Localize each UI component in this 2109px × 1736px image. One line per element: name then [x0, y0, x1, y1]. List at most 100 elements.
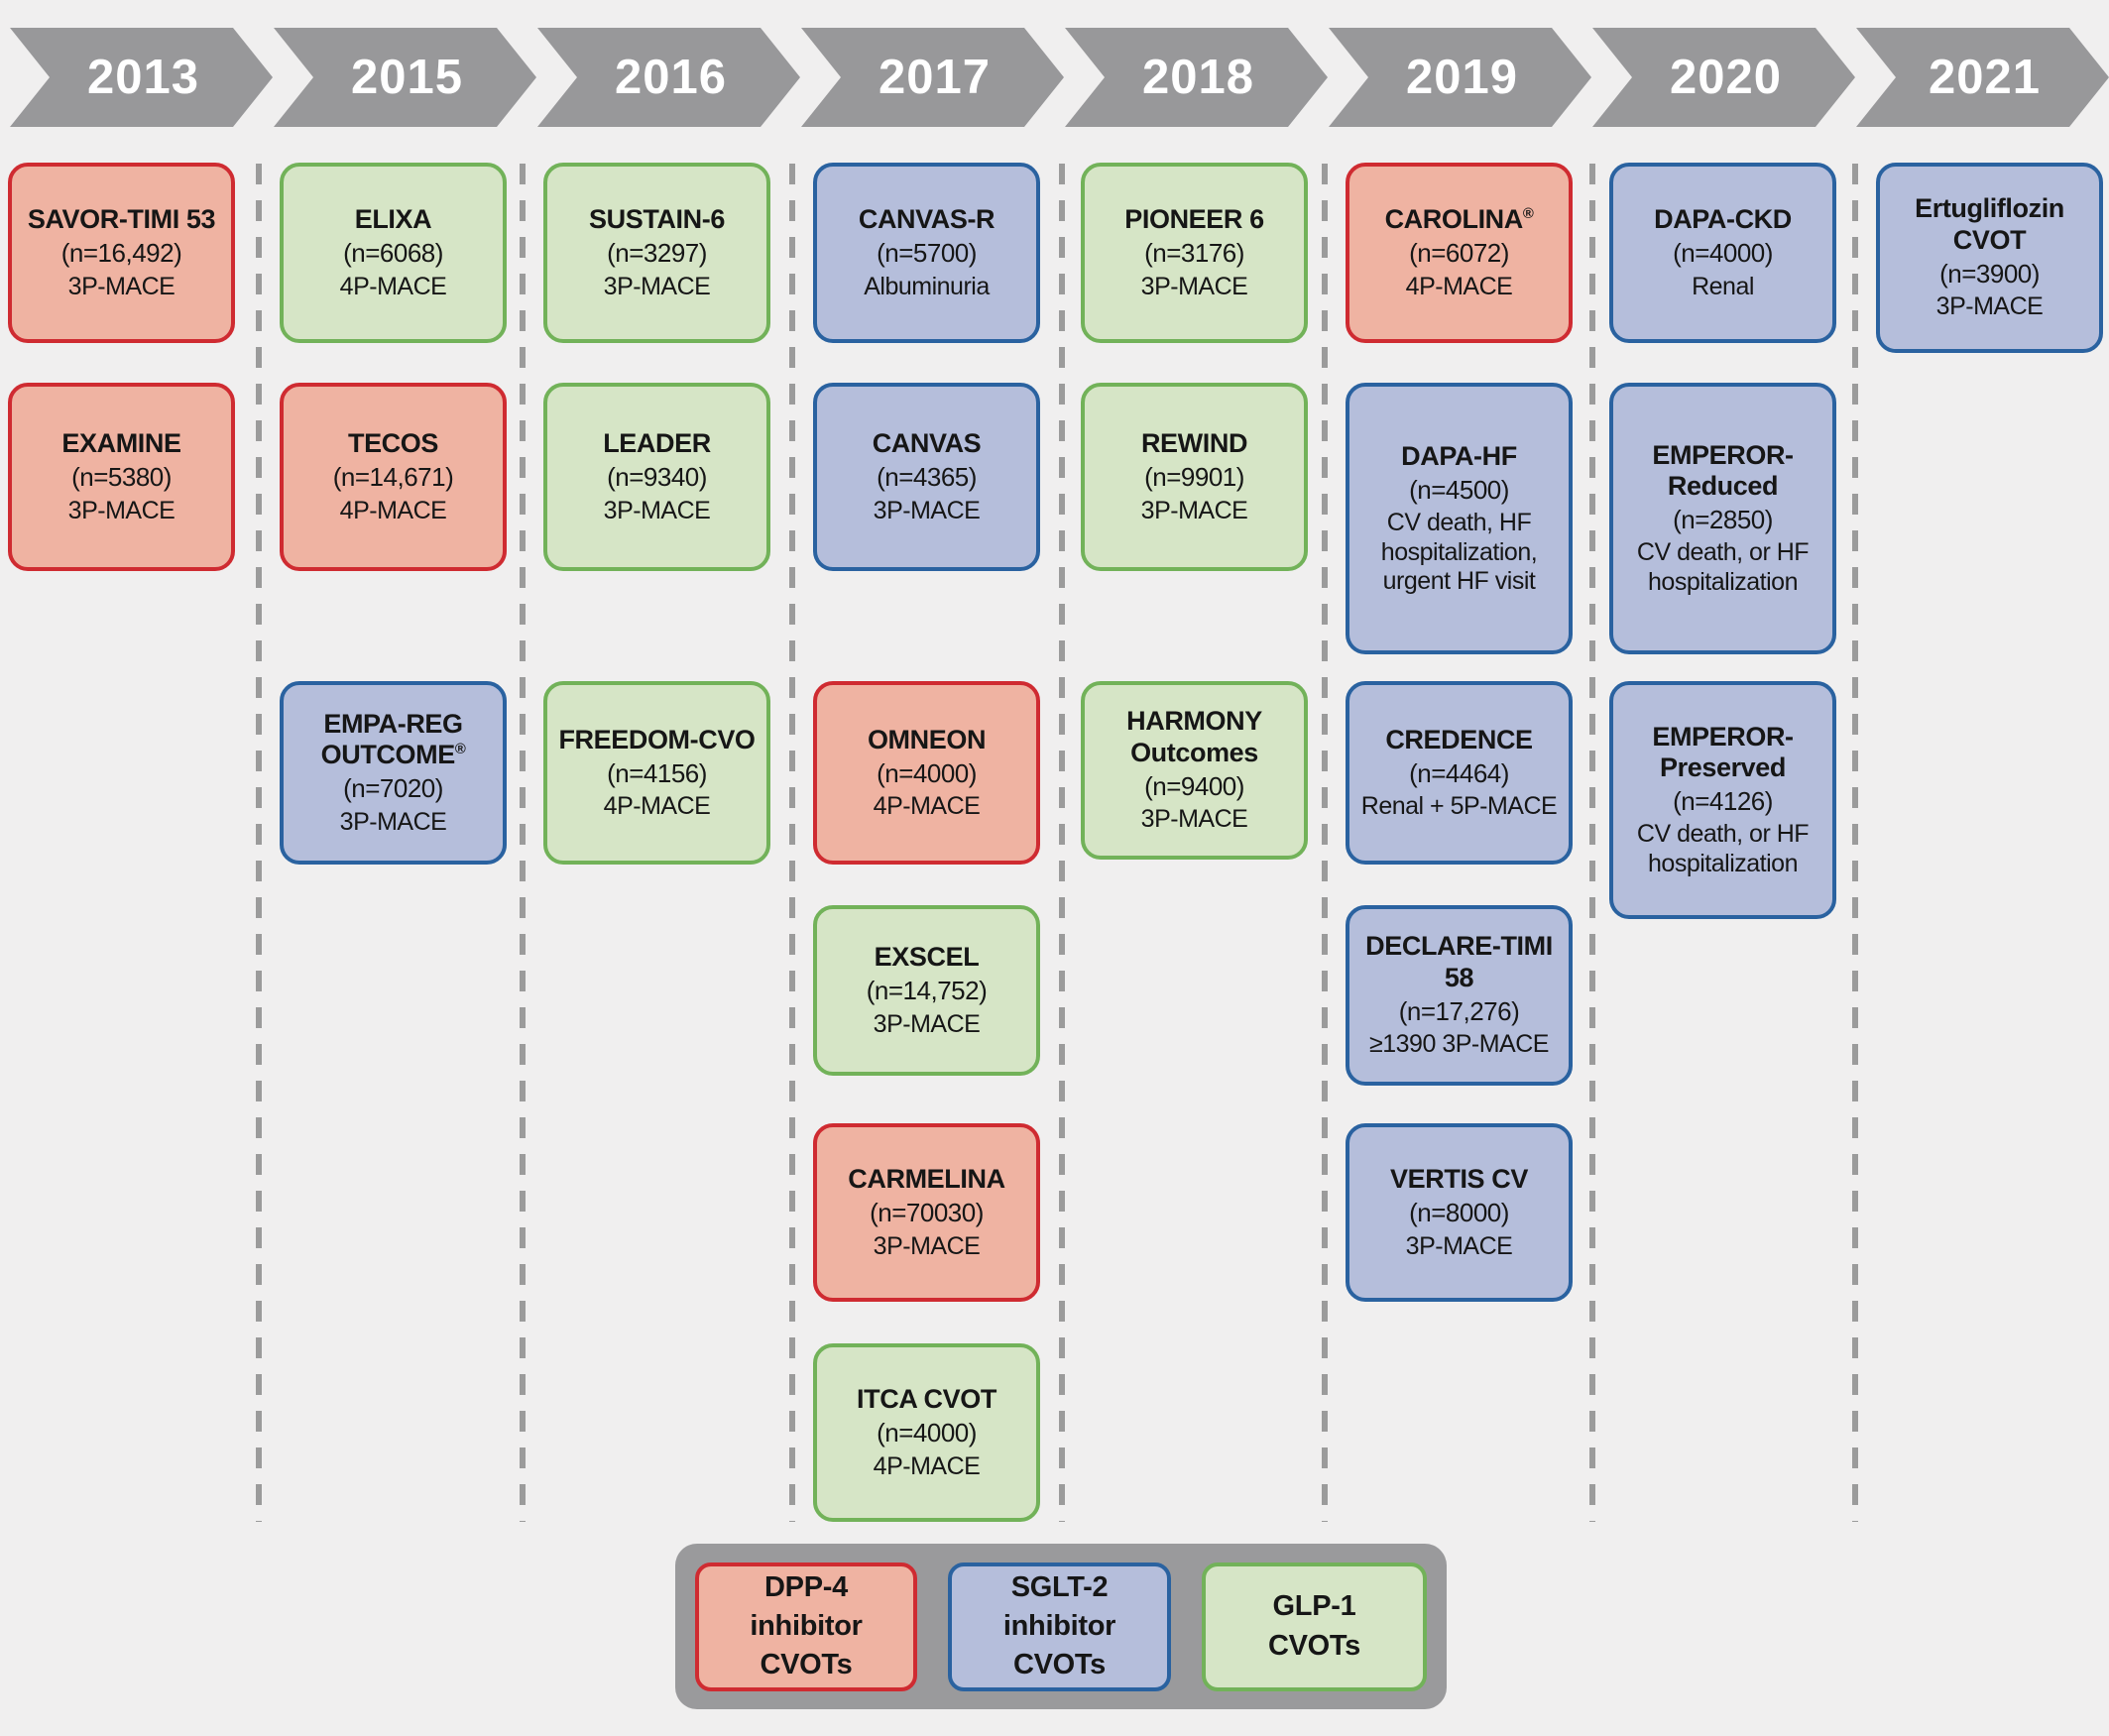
trial-name: CAROLINA®	[1385, 204, 1534, 235]
trial-box-sustain-6: SUSTAIN-6 (n=3297) 3P-MACE	[543, 163, 770, 343]
trial-name-text: CANVAS	[872, 428, 982, 458]
trial-sample-size: (n=14,671)	[332, 462, 454, 493]
trial-name-text: Ertugliflozin CVOT	[1915, 193, 2064, 255]
trial-name: DAPA-CKD	[1654, 204, 1792, 235]
trial-endpoint: 3P-MACE	[603, 272, 711, 300]
trial-name-text: EMPEROR-Reduced	[1652, 439, 1794, 501]
trial-box-ertugliflozin-cvot: Ertugliflozin CVOT(n=3900) 3P-MACE	[1876, 163, 2103, 353]
trial-box-emperor-reduced: EMPEROR-Reduced(n=2850)CV death, or HF h…	[1609, 383, 1836, 654]
legend-label-sglt2: SGLT-2 inhibitor CVOTs	[1002, 1570, 1116, 1681]
trial-name: EMPEROR-Reduced	[1621, 440, 1824, 503]
trial-sample-size: (n=3297)	[607, 238, 707, 269]
year-arrow-2013: 2013	[10, 28, 273, 127]
trial-name: DAPA-HF	[1401, 441, 1517, 472]
trial-name-text: OMNEON	[867, 724, 987, 754]
trial-name-text: SUSTAIN-6	[589, 204, 725, 234]
year-label: 2020	[1669, 51, 1782, 104]
trial-endpoint: 3P-MACE	[873, 496, 981, 524]
year-label: 2015	[350, 51, 463, 104]
trial-endpoint: CV death, HF hospitalization, urgent HF …	[1380, 509, 1538, 595]
trial-name-text: EXAMINE	[61, 428, 181, 458]
trial-name-text: EMPA-REG OUTCOME	[320, 708, 463, 770]
trial-box-rewind: REWIND(n=9901)3P-MACE	[1081, 383, 1308, 571]
year-arrow-2015: 2015	[274, 28, 536, 127]
trial-name: SUSTAIN-6	[589, 204, 725, 235]
trial-name: EXAMINE	[61, 428, 181, 459]
trial-name: HARMONY Outcomes	[1093, 706, 1296, 768]
legend-item-sglt2-inhibitor-cvots: SGLT-2 inhibitor CVOTs	[948, 1562, 1171, 1691]
trial-name-text: EMPEROR-Preserved	[1652, 721, 1794, 782]
trial-sample-size: (n=4126)	[1673, 786, 1773, 817]
trial-name: EMPA-REG OUTCOME®	[292, 709, 495, 771]
trial-name: CREDENCE	[1385, 725, 1533, 755]
trial-endpoint: 4P-MACE	[873, 1451, 981, 1480]
trial-endpoint: 3P-MACE	[1140, 496, 1248, 524]
trial-sample-size: (n=9340)	[607, 462, 707, 493]
trial-box-harmony-outcomes: HARMONY Outcomes(n=9400)3P-MACE	[1081, 681, 1308, 860]
trial-name-text: FREEDOM-CVO	[558, 724, 756, 754]
trial-sample-size: (n=3900)	[1939, 258, 2040, 289]
trial-name-text: ITCA CVOT	[857, 1384, 996, 1414]
trial-sample-size: (n=4464)	[1409, 757, 1509, 788]
trial-sample-size: (n=6072)	[1409, 238, 1509, 269]
trial-endpoint: Albuminuria	[864, 272, 990, 300]
trial-sample-size: (n=5380)	[71, 462, 172, 493]
trial-box-carmelina: CARMELINA(n=70030) 3P-MACE	[813, 1123, 1040, 1302]
trial-box-leader: LEADER(n=9340)3P-MACE	[543, 383, 770, 571]
trial-name-text: SAVOR-TIMI 53	[27, 204, 216, 234]
year-arrow-2016: 2016	[537, 28, 800, 127]
trial-box-empa-reg-outcome: EMPA-REG OUTCOME®(n=7020)3P-MACE	[280, 681, 507, 865]
year-arrow-2017: 2017	[801, 28, 1064, 127]
trial-box-exscel: EXSCEL(n=14,752)3P-MACE	[813, 905, 1040, 1076]
trial-name: ITCA CVOT	[857, 1384, 996, 1415]
trial-endpoint: 3P-MACE	[1140, 272, 1248, 300]
legend-label-glp1: GLP-1 CVOTs	[1267, 1590, 1361, 1662]
trial-name: TECOS	[348, 428, 438, 459]
trial-box-canvas: CANVAS(n=4365)3P-MACE	[813, 383, 1040, 571]
trial-name-text: LEADER	[603, 428, 711, 458]
trial-name: CARMELINA	[848, 1164, 1005, 1195]
trial-endpoint: 3P-MACE	[339, 807, 447, 836]
trial-box-freedom-cvo: FREEDOM-CVO(n=4156) 4P-MACE	[543, 681, 770, 865]
column-divider	[789, 164, 795, 1522]
legend: DPP-4 inhibitor CVOTs SGLT-2 inhibitor C…	[675, 1544, 1447, 1709]
trial-name-text: VERTIS CV	[1390, 1164, 1528, 1194]
trial-sample-size: (n=4156)	[607, 757, 707, 788]
trial-endpoint: 4P-MACE	[603, 792, 711, 820]
trial-box-canvas-r: CANVAS-R(n=5700)Albuminuria	[813, 163, 1040, 343]
trial-sample-size: (n=17,276)	[1398, 995, 1520, 1026]
year-label: 2018	[1141, 51, 1254, 104]
column-divider	[1589, 164, 1595, 1522]
trial-endpoint: Renal + 5P-MACE	[1360, 792, 1558, 820]
trial-endpoint: 3P-MACE	[67, 272, 176, 300]
trial-endpoint: 3P-MACE	[1935, 292, 2044, 321]
trial-name-text: DAPA-CKD	[1654, 204, 1792, 234]
trial-endpoint: Renal	[1692, 272, 1754, 300]
trial-box-declare-timi-58: DECLARE-TIMI 58(n=17,276)≥1390 3P-MACE	[1346, 905, 1573, 1086]
trial-box-pioneer-6: PIONEER 6(n=3176)3P-MACE	[1081, 163, 1308, 343]
column-divider	[1059, 164, 1065, 1522]
year-arrow-2018: 2018	[1065, 28, 1328, 127]
registered-trademark-mark: ®	[454, 742, 466, 758]
trial-sample-size: (n=4500)	[1409, 474, 1509, 505]
trial-endpoint: ≥1390 3P-MACE	[1369, 1030, 1549, 1059]
trial-name: CANVAS-R	[859, 204, 996, 235]
trial-endpoint: 3P-MACE	[873, 1009, 981, 1038]
trial-sample-size: (n=9901)	[1144, 462, 1244, 493]
trial-sample-size: (n=7020)	[343, 773, 443, 804]
trial-endpoint: CV death, or HF hospitalization	[1636, 820, 1810, 877]
year-label: 2016	[614, 51, 727, 104]
trial-sample-size: (n=70030)	[870, 1198, 984, 1228]
trial-name-text: ELIXA	[354, 204, 432, 234]
trial-sample-size: (n=9400)	[1144, 770, 1244, 801]
trial-endpoint: 3P-MACE	[1405, 1231, 1513, 1260]
legend-item-dpp4-inhibitor-cvots: DPP-4 inhibitor CVOTs	[695, 1562, 917, 1691]
trial-box-dapa-hf: DAPA-HF(n=4500) CV death, HF hospitalizat…	[1346, 383, 1573, 654]
trial-endpoint: 4P-MACE	[339, 272, 447, 300]
trial-name: FREEDOM-CVO	[558, 724, 756, 755]
trial-name: Ertugliflozin CVOT	[1888, 193, 2091, 256]
trial-name-text: TECOS	[347, 428, 438, 458]
trial-endpoint: 3P-MACE	[873, 1231, 981, 1260]
trial-box-carolina: CAROLINA®(n=6072)4P-MACE	[1346, 163, 1573, 343]
